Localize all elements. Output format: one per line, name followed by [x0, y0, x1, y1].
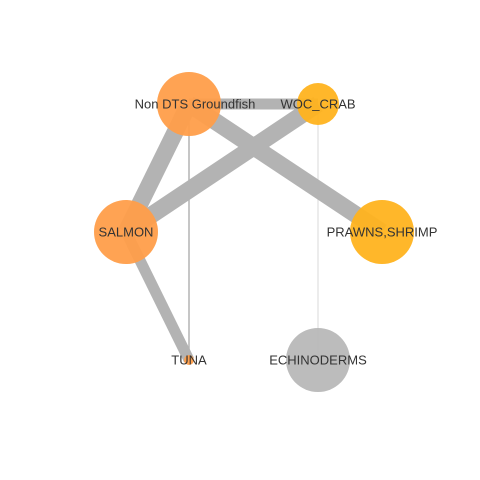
node-salmon[interactable] [94, 200, 158, 264]
node-prawns[interactable] [350, 200, 414, 264]
node-woc_crab[interactable] [297, 83, 339, 125]
node-echino[interactable] [286, 328, 350, 392]
edge-groundfish-prawns [184, 96, 387, 240]
nodes-layer [94, 72, 414, 392]
node-label-tuna: TUNA [171, 353, 207, 368]
node-tuna[interactable] [184, 355, 194, 365]
node-groundfish[interactable] [157, 72, 221, 136]
node-label-woc_crab: WOC_CRAB [280, 97, 355, 112]
node-label-echino: ECHINODERMS [269, 353, 367, 368]
node-label-groundfish: Non DTS Groundfish [135, 97, 256, 112]
edge-woc_crab-salmon [121, 96, 323, 240]
labels-layer: Non DTS Groundfish WOC_CRAB SALMON PRAWNS,S… [99, 97, 438, 368]
node-label-prawns: PRAWNS,SHRIMP [327, 225, 438, 240]
node-label-salmon: SALMON [99, 225, 154, 240]
